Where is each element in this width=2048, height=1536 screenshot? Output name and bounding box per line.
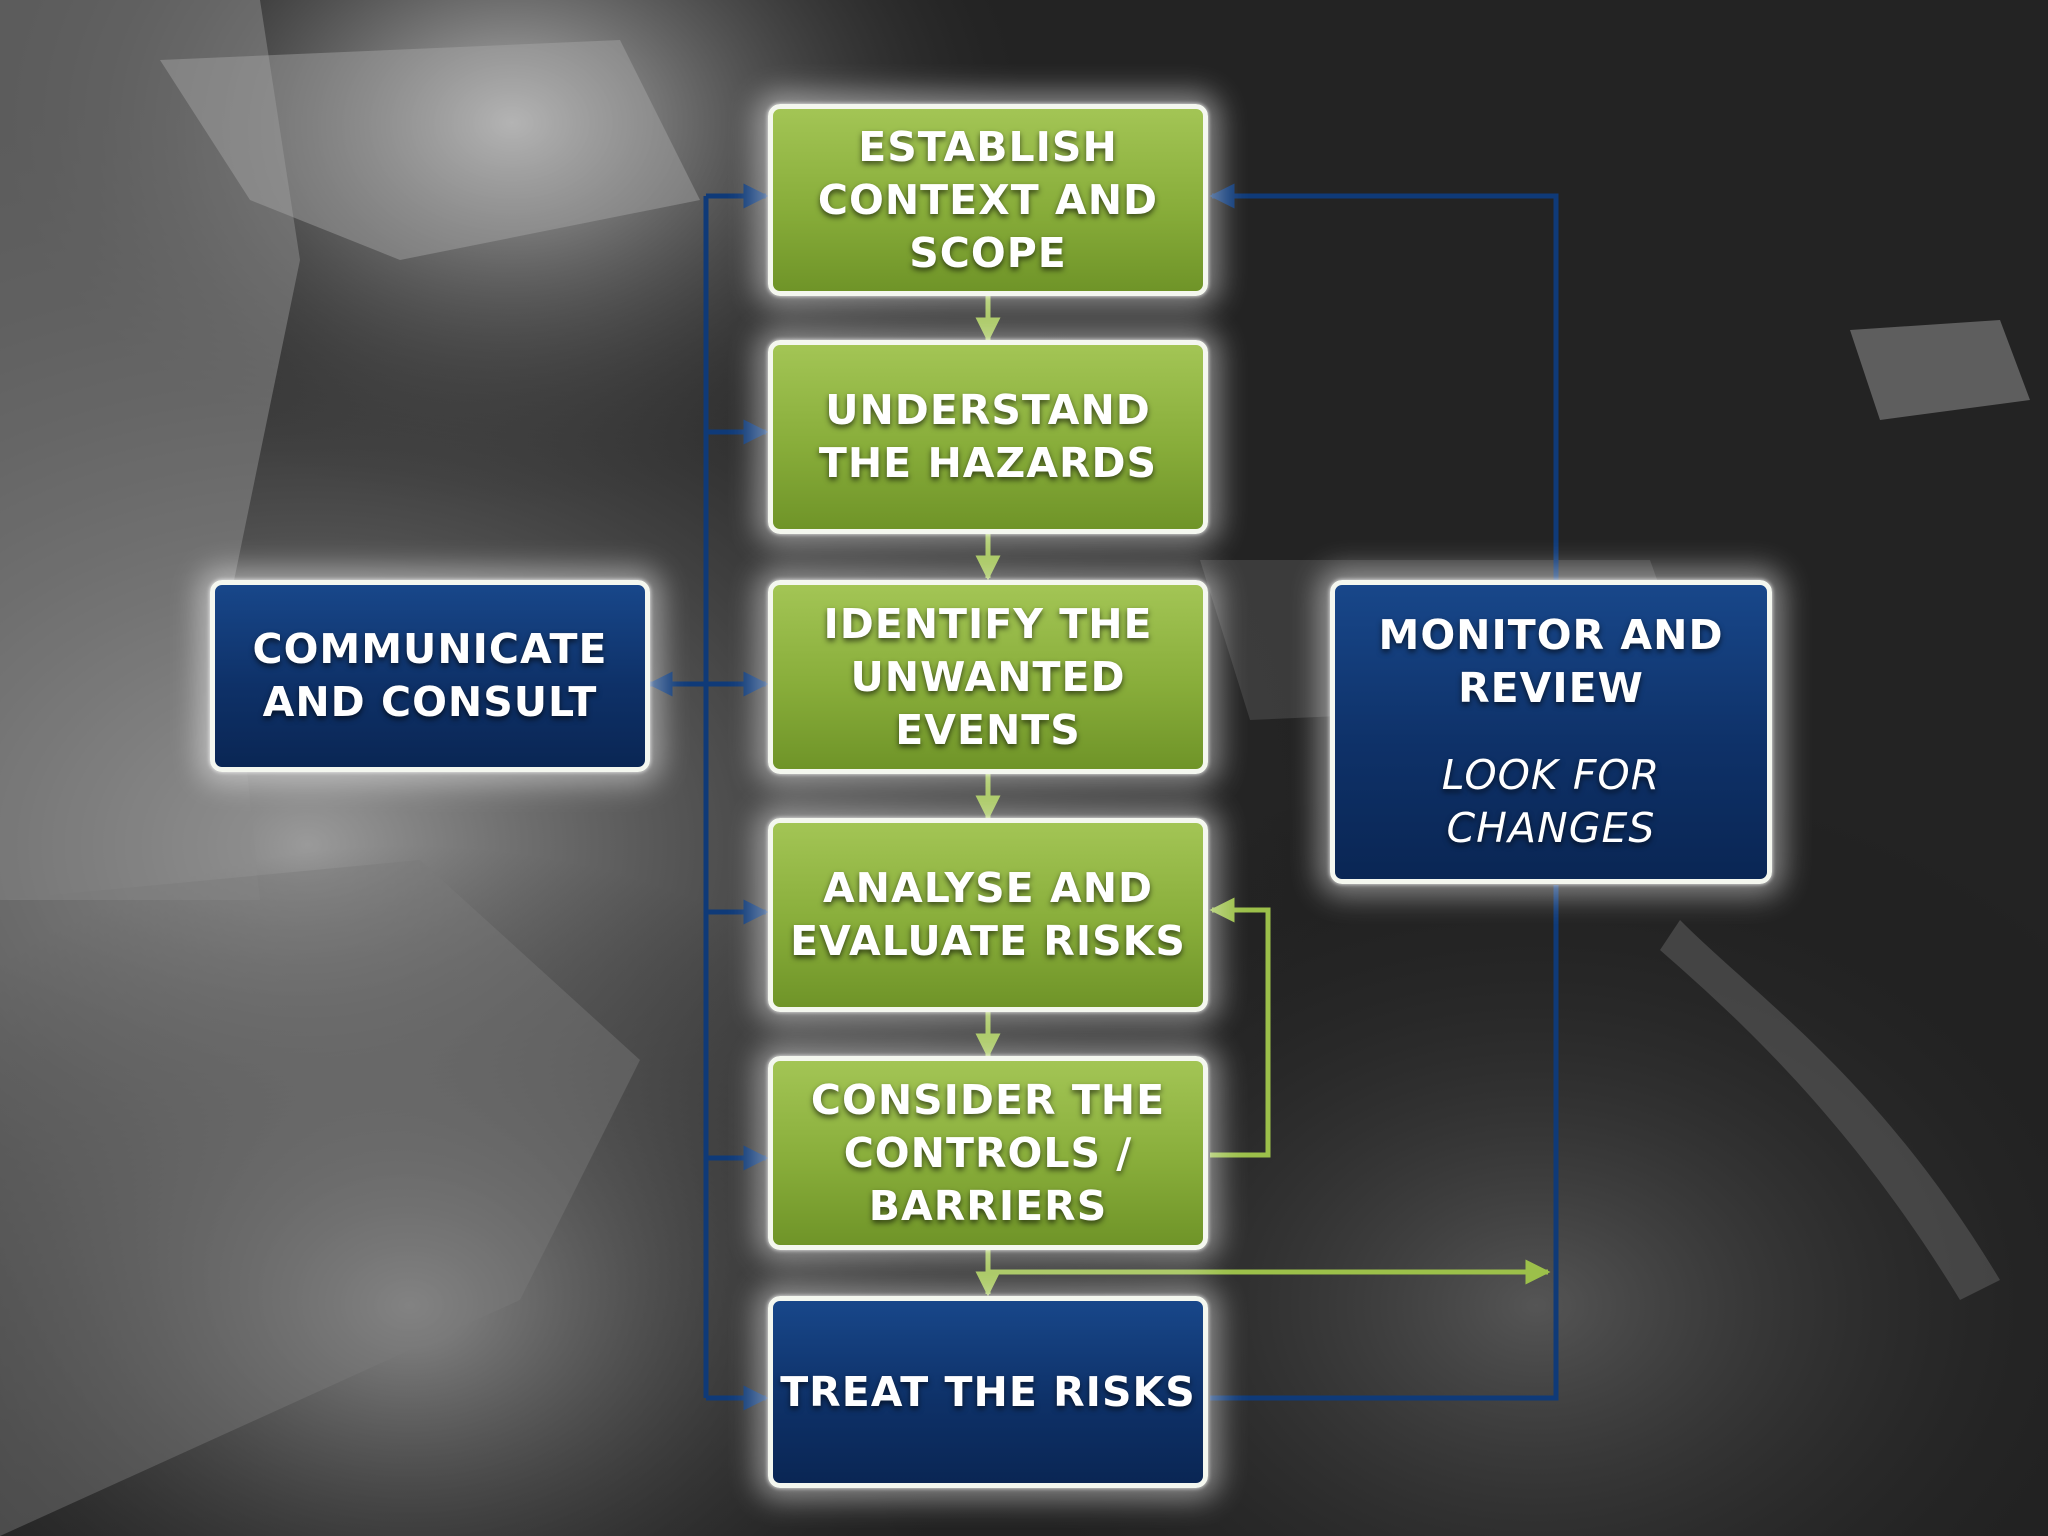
monitor-to-treat-line — [1210, 885, 1559, 1401]
step-identify-line-2: UNWANTED — [850, 652, 1126, 701]
monitor-title-line-2: REVIEW — [1458, 664, 1644, 712]
communicate-line-2: AND CONSULT — [262, 678, 598, 726]
step-establish-line-2: CONTEXT AND — [817, 175, 1159, 224]
monitor-title-line-1: MONITOR AND — [1378, 611, 1724, 659]
step-analyse-evaluate: ANALYSE AND EVALUATE RISKS — [768, 818, 1208, 1012]
step-treat-risks: TREAT THE RISKS — [768, 1296, 1208, 1488]
step-understand-hazards: UNDERSTAND THE HAZARDS — [768, 340, 1208, 534]
step-establish-context: ESTABLISH CONTEXT AND SCOPE — [768, 104, 1208, 296]
step-consider-line-3: BARRIERS — [868, 1181, 1108, 1230]
arrow-monitor-to-establish — [1209, 183, 1559, 580]
step-understand-line-1: UNDERSTAND — [825, 386, 1151, 434]
step-establish-line-1: ESTABLISH — [858, 122, 1118, 171]
step-understand-line-2: THE HAZARDS — [818, 439, 1158, 487]
step-analyse-line-2: EVALUATE RISKS — [790, 917, 1186, 965]
step-analyse-line-1: ANALYSE AND — [822, 864, 1154, 912]
monitor-subtitle-line-1: LOOK FOR — [1441, 751, 1661, 799]
monitor-subtitle-line-2: CHANGES — [1446, 804, 1656, 852]
step-identify-line-1: IDENTIFY THE — [823, 599, 1153, 648]
monitor-review-box: MONITOR AND REVIEW LOOK FOR CHANGES — [1330, 580, 1772, 884]
step-consider-line-2: CONTROLS / — [843, 1128, 1133, 1177]
step-consider-line-1: CONSIDER THE — [810, 1075, 1166, 1124]
step-consider-controls: CONSIDER THE CONTROLS / BARRIERS — [768, 1056, 1208, 1250]
step-identify-events: IDENTIFY THE UNWANTED EVENTS — [768, 580, 1208, 774]
step-treat-line-1: TREAT THE RISKS — [780, 1367, 1196, 1416]
step-establish-line-3: SCOPE — [909, 228, 1067, 277]
arrow-consider-loop-to-analyse — [1209, 897, 1271, 1158]
communicate-line-1: COMMUNICATE — [252, 625, 608, 673]
communicate-consult-box: COMMUNICATE AND CONSULT — [210, 580, 650, 772]
step-identify-line-3: EVENTS — [895, 705, 1081, 754]
